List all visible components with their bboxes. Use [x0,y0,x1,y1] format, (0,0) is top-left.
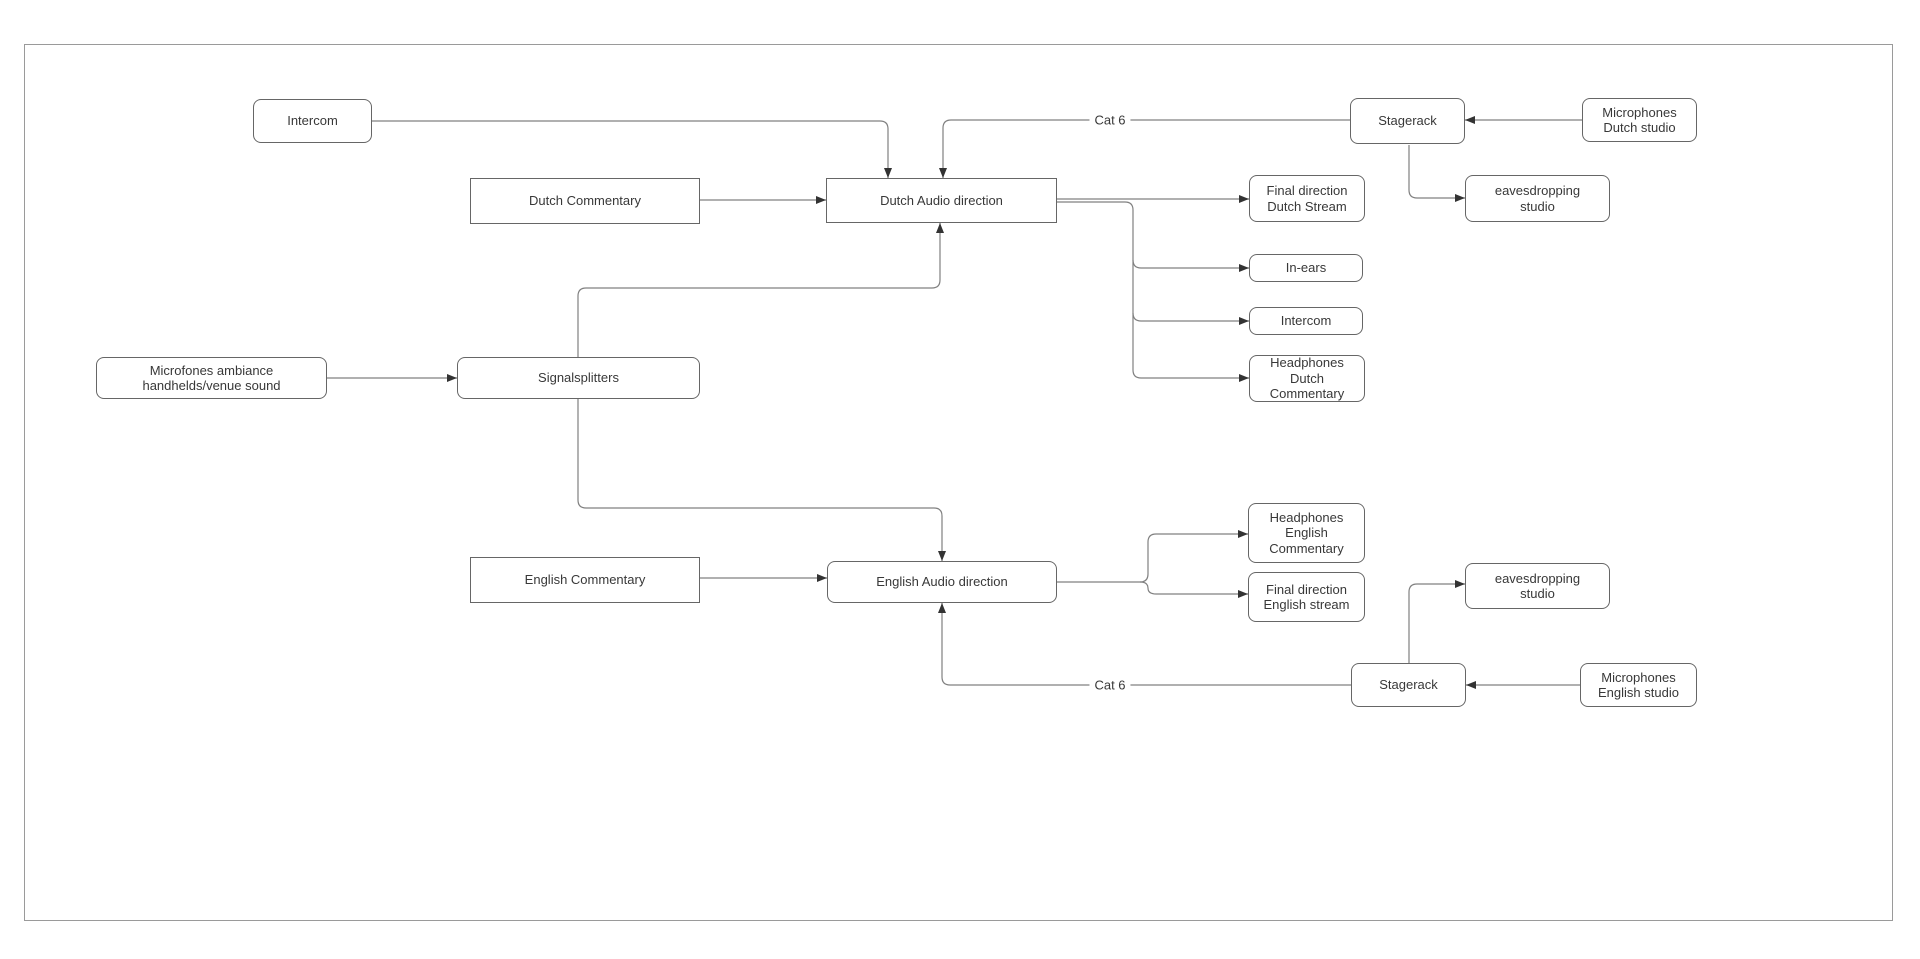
node-dutch-audio-direction: Dutch Audio direction [826,178,1057,223]
node-headphones-dutch-commentary: Headphones Dutch Commentary [1249,355,1365,402]
node-in-ears: In-ears [1249,254,1363,282]
edge-signalsplitters-to-english-audio [577,399,946,561]
edge-stagerack-cat6-to-english-audio [938,603,1351,686]
node-eavesdropping-studio-top: eavesdropping studio [1465,175,1610,222]
edge-stagerack-to-eavesdropping-top [1408,145,1465,202]
node-signalsplitters: Signalsplitters [457,357,700,399]
edge-label-cat6-top: Cat 6 [1089,112,1131,128]
node-stagerack-top: Stagerack [1350,98,1465,144]
edge-dutch-audio-branch-to-headphones-dutch [1057,201,1249,382]
node-eavesdropping-studio-bottom: eavesdropping studio [1465,563,1610,609]
edge-english-audio-to-final-direction-english [1139,581,1248,598]
edge-english-audio-to-headphones-english [1057,530,1248,583]
node-intercom-output: Intercom [1249,307,1363,335]
node-english-audio-direction: English Audio direction [827,561,1057,603]
edge-branch-to-in-ears [1132,259,1249,272]
edge-branch-to-intercom-out [1132,312,1249,325]
node-english-commentary: English Commentary [470,557,700,603]
node-final-direction-english-stream: Final direction English stream [1248,572,1365,622]
edge-stagerack-to-eavesdropping-bottom [1408,580,1465,663]
edge-label-cat6-bottom: Cat 6 [1089,677,1131,693]
node-stagerack-bottom: Stagerack [1351,663,1466,707]
edge-intercom-to-dutch-audio [372,120,892,178]
node-microfones-ambiance: Microfones ambiance handhelds/venue soun… [96,357,327,399]
node-microphones-english-studio: Microphones English studio [1580,663,1697,707]
node-microphones-dutch-studio: Microphones Dutch studio [1582,98,1697,142]
edge-signalsplitters-to-dutch-audio [577,223,944,357]
node-final-direction-dutch-stream: Final direction Dutch Stream [1249,175,1365,222]
edge-stagerack-cat6-to-dutch-audio [939,119,1350,178]
node-intercom-source: Intercom [253,99,372,143]
node-headphones-english-commentary: Headphones English Commentary [1248,503,1365,563]
node-dutch-commentary: Dutch Commentary [470,178,700,224]
